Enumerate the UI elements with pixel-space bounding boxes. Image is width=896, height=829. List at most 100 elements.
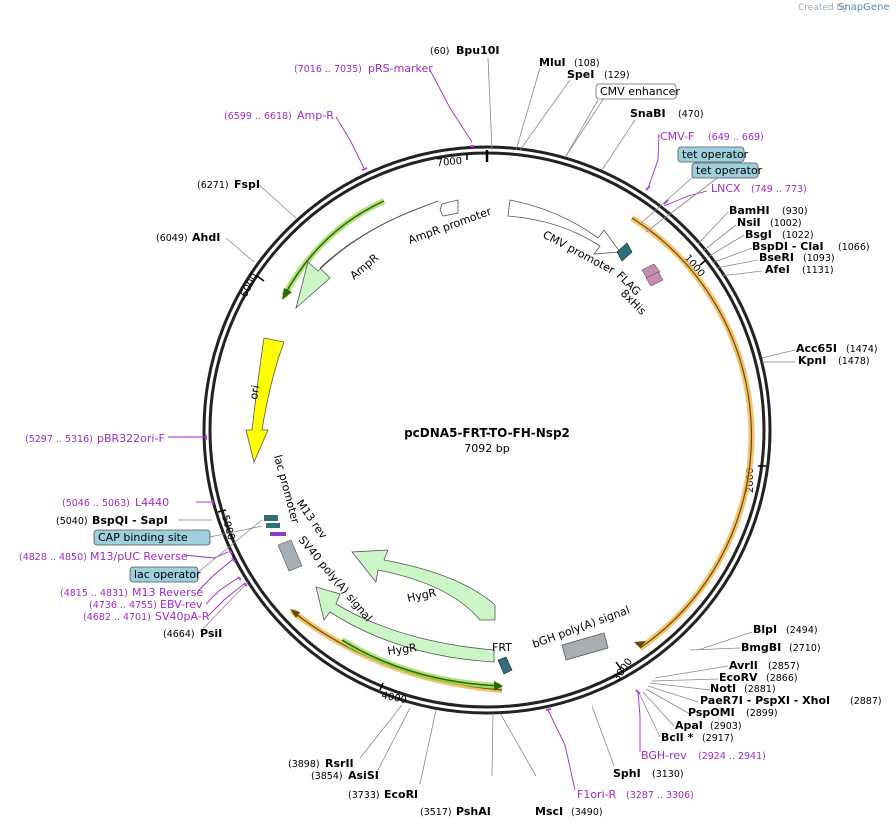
enzyme-pos-6: (1022)	[782, 230, 814, 241]
enzyme-name-2[interactable]: SpeI	[567, 68, 594, 81]
enzyme-name-11[interactable]: KpnI	[798, 354, 826, 367]
his-tag-1[interactable]	[641, 263, 661, 281]
primer-name-5[interactable]: F1ori-R	[577, 788, 617, 801]
enzyme-name-28[interactable]: BspQI - SapI	[92, 514, 168, 527]
orf-arc-right-line	[631, 217, 753, 649]
ampr-promoter-arrow[interactable]	[439, 199, 459, 217]
enzyme-pos-16: (2881)	[744, 684, 776, 695]
primer-name-6[interactable]: L4440	[135, 496, 169, 509]
ampr-orf-arrow	[282, 288, 292, 300]
primer-pos-3: (749 .. 773)	[751, 184, 807, 195]
primer-name-2[interactable]: CMV-F	[660, 130, 694, 143]
primer-name-9[interactable]: EBV-rev	[160, 598, 203, 611]
sv40-polya-box[interactable]	[277, 539, 303, 572]
enzyme-pos-26: (3898)	[288, 759, 320, 770]
enzyme-name-12[interactable]: BlpI	[753, 623, 777, 636]
enzyme-name-30[interactable]: FspI	[234, 178, 260, 191]
primer-pos-0: (7016 .. 7035)	[294, 64, 362, 75]
primer-pos-9: (4736 .. 4755)	[89, 600, 157, 611]
primer-pos-1: (6599 .. 6618)	[224, 111, 292, 122]
cap-site-mark[interactable]	[266, 523, 280, 528]
enzyme-name-14[interactable]: AvrII	[729, 659, 758, 672]
cap-binding-label: CAP binding site	[98, 531, 188, 544]
enzyme-pos-18: (2899)	[746, 708, 778, 719]
enzyme-name-18[interactable]: PspOMI	[688, 706, 735, 719]
flag-tag[interactable]	[616, 242, 633, 262]
enzyme-name-17[interactable]: PaeR7I - PspXI - XhoI	[700, 694, 830, 707]
hygr-arrow-outer[interactable]	[315, 586, 495, 663]
primer-name-3[interactable]: LNCX	[711, 182, 741, 195]
enzyme-name-0[interactable]: Bpu10I	[456, 44, 500, 57]
enzyme-name-29[interactable]: AhdI	[192, 231, 220, 244]
enzyme-name-10[interactable]: Acc65I	[796, 342, 837, 355]
enzyme-name-24[interactable]: EcoRI	[384, 788, 418, 801]
enzyme-name-27[interactable]: PsiI	[200, 627, 222, 640]
enzyme-name-9[interactable]: AfeI	[765, 263, 790, 276]
lac-operator-box[interactable]	[129, 566, 199, 583]
primer-name-7[interactable]: M13/pUC Reverse	[90, 550, 188, 563]
enzyme-pos-20: (2917)	[702, 733, 734, 744]
cmv-enhancer-box[interactable]	[595, 83, 677, 100]
hygr-orf-line	[341, 639, 501, 687]
primer-pos-2: (649 .. 669)	[708, 132, 764, 143]
enzyme-pos-24: (3733)	[348, 790, 380, 801]
enzyme-name-19[interactable]: ApaI	[675, 719, 703, 732]
tet-operator-label-2: tet operator	[696, 164, 763, 177]
enzyme-pos-28: (5040)	[56, 516, 88, 527]
tet-operator-box-2[interactable]	[691, 162, 759, 179]
m13-rev-mark[interactable]	[270, 532, 286, 536]
enzyme-pos-25: (3854)	[311, 771, 343, 782]
label-hygr-outer: HygR	[387, 641, 418, 658]
tet-operator-box-1[interactable]	[677, 146, 745, 163]
enzyme-pos-8: (1093)	[803, 253, 835, 264]
cap-binding-box[interactable]	[93, 529, 211, 546]
plasmid-length: 7092 bp	[464, 442, 509, 455]
frt-box[interactable]	[497, 656, 513, 675]
enzyme-name-5[interactable]: NsiI	[737, 216, 761, 229]
backbone-outer	[202, 145, 772, 715]
enzyme-pos-29: (6049)	[156, 233, 188, 244]
enzyme-name-8[interactable]: BseRI	[759, 251, 794, 264]
primer-labels: (7016 .. 7035) pRS-marker (6599 .. 6618)…	[19, 62, 807, 801]
enzyme-name-13[interactable]: BmgBI	[741, 641, 781, 654]
his-tag-2[interactable]	[645, 271, 664, 287]
enzyme-name-23[interactable]: PshAI	[456, 805, 491, 818]
ampr-arrow[interactable]	[295, 200, 439, 310]
primer-name-4[interactable]: BGH-rev	[641, 749, 687, 762]
primer-name-10[interactable]: SV40pA-R	[155, 610, 210, 623]
tick-marks	[217, 153, 766, 691]
bgh-polya-box[interactable]	[561, 632, 609, 661]
enzyme-name-4[interactable]: BamHI	[729, 204, 770, 217]
enzyme-name-15[interactable]: EcoRV	[719, 671, 758, 684]
enzyme-name-20[interactable]: BclI *	[661, 731, 694, 744]
enzyme-pos-21: (3130)	[652, 769, 684, 780]
cmv-promoter-arrow[interactable]	[507, 199, 621, 255]
enzyme-name-16[interactable]: NotI	[710, 682, 736, 695]
brand-name[interactable]: SnapGene	[838, 2, 890, 13]
enzyme-name-6[interactable]: BsgI	[745, 228, 772, 241]
ori-arrow[interactable]	[245, 337, 285, 464]
primer-name-0[interactable]: pRS-marker	[368, 62, 433, 75]
hygr-arrow-inner[interactable]	[351, 549, 496, 621]
enzyme-pos-2: (129)	[604, 70, 630, 81]
enzyme-name-1[interactable]: MluI	[539, 56, 566, 69]
enzyme-pos-13: (2710)	[789, 643, 821, 654]
ampr-orf-arc	[281, 198, 386, 298]
enzyme-name-26[interactable]: RsrII	[325, 757, 354, 770]
primer-leaders	[168, 69, 708, 791]
primer-name-11[interactable]: pBR322ori-F	[97, 432, 165, 445]
enzyme-name-7[interactable]: BspDI - ClaI	[752, 240, 824, 253]
primer-name-1[interactable]: Amp-R	[297, 109, 334, 122]
primer-name-8[interactable]: M13 Reverse	[132, 586, 203, 599]
tick-4000: 4000	[380, 690, 407, 706]
tet-operator-label-1: tet operator	[682, 148, 749, 161]
lac-operator-mark[interactable]	[264, 515, 278, 521]
enzyme-pos-14: (2857)	[768, 661, 800, 672]
tick-7000: 7000	[436, 156, 462, 169]
enzyme-name-3[interactable]: SnaBI	[630, 107, 666, 120]
enzyme-name-21[interactable]: SphI	[613, 767, 641, 780]
enzyme-name-25[interactable]: AsiSI	[348, 769, 379, 782]
enzyme-name-22[interactable]: MscI	[535, 805, 563, 818]
